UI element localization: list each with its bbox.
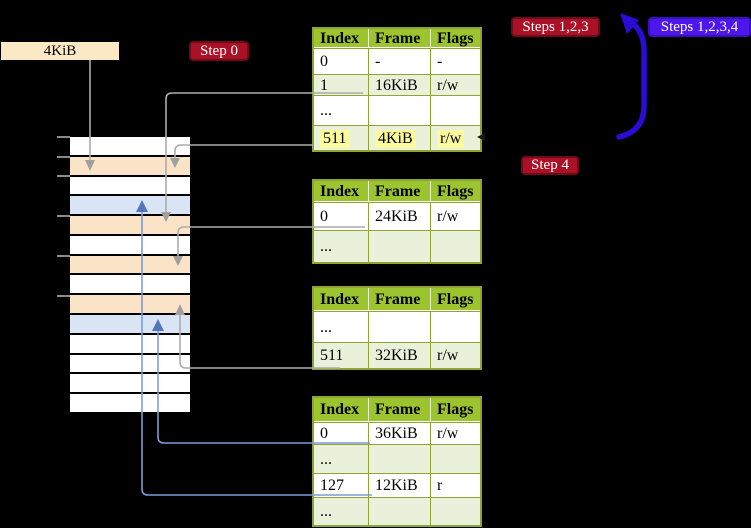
table-cell: Flags — [430, 29, 480, 47]
table-cell — [430, 445, 480, 473]
table-row: ... — [314, 230, 480, 262]
memory-row-free — [70, 394, 190, 412]
table-cell: - — [368, 49, 430, 74]
table-cell: ... — [320, 318, 332, 336]
table-cell — [430, 231, 480, 262]
memory-row-mapped — [70, 315, 190, 335]
table-cell: r/w — [430, 343, 480, 368]
steps-1-2-3-badge: Steps 1,2,3 — [511, 17, 600, 37]
table-cell: Flags — [430, 288, 480, 310]
table-cell: Index — [320, 29, 360, 47]
table-cell: 12KiB — [368, 474, 430, 497]
address-tick — [57, 136, 70, 138]
table-cell: 16KiB — [368, 75, 430, 95]
table-cell: 1 — [320, 76, 328, 94]
table-cell: 0 — [320, 425, 328, 442]
memory-row-pagetable — [70, 295, 190, 316]
memory-row-free — [70, 137, 190, 157]
table-cell — [368, 96, 430, 125]
page-size-label: 4KiB — [1, 42, 119, 60]
steps-1-2-3-4-badge: Steps 1,2,3,4 — [648, 17, 751, 37]
memory-row-free — [70, 374, 190, 395]
table-cell — [430, 96, 480, 125]
table-cell — [430, 312, 480, 342]
table-cell: r/w — [430, 423, 480, 444]
memory-row-pagetable — [70, 156, 190, 177]
table-cell: - — [430, 49, 480, 74]
memory-row-mapped — [70, 196, 190, 217]
table-cell: r/w — [430, 126, 480, 150]
table-cell: Index — [320, 290, 360, 308]
memory-column — [70, 137, 190, 412]
memory-row-free — [70, 275, 190, 296]
table-cell: 511 — [314, 126, 368, 150]
table-cell: r — [430, 474, 480, 497]
table-cell — [368, 445, 430, 473]
table-cell — [368, 498, 430, 525]
table-cell: 127 — [320, 477, 344, 494]
memory-row-free — [70, 235, 190, 256]
step-4-badge: Step 4 — [521, 156, 579, 175]
table-cell: 0 — [320, 53, 328, 70]
table-cell: Frame — [368, 288, 430, 310]
table-cell: Index — [320, 401, 360, 418]
table-cell: 4KiB — [368, 126, 430, 150]
address-tick — [57, 295, 70, 297]
table-cell: 511 — [320, 347, 344, 364]
table-row: 0 -- — [314, 48, 480, 74]
memory-row-free — [70, 334, 190, 355]
table-row: ... — [314, 444, 480, 473]
table-cell: Flags — [430, 398, 480, 421]
loop-arrow-steps — [616, 13, 647, 140]
table-cell: ... — [320, 503, 332, 520]
table-cell — [430, 498, 480, 525]
address-tick — [57, 175, 70, 177]
table-cell: r/w — [430, 203, 480, 230]
address-tick — [57, 255, 70, 257]
table-cell: Frame — [368, 181, 430, 201]
table-cell — [368, 231, 430, 262]
table-cell: Frame — [368, 398, 430, 421]
table-cell: ... — [320, 238, 332, 255]
table-cell: ... — [320, 102, 332, 119]
table-cell: Flags — [430, 181, 480, 201]
table-cell: ... — [320, 450, 332, 468]
table-cell: 36KiB — [368, 423, 430, 444]
table-cell: Frame — [368, 29, 430, 47]
table-cell: 0 — [320, 208, 328, 225]
table-cell: 24KiB — [368, 203, 430, 230]
memory-row-pagetable — [70, 216, 190, 236]
table-row: ... — [314, 497, 480, 525]
memory-row-free — [70, 176, 190, 197]
step-0-badge: Step 0 — [189, 41, 249, 61]
table-cell — [368, 312, 430, 342]
table-row: ... — [314, 95, 480, 125]
address-tick — [57, 156, 70, 158]
table-cell: Index — [320, 182, 360, 200]
table-row: ... — [314, 311, 480, 342]
table-cell: r/w — [430, 75, 480, 95]
address-tick — [57, 215, 70, 217]
arrow-table1-row511-to-frame-4kib — [170, 144, 313, 168]
memory-row-pagetable — [70, 255, 190, 276]
table-cell: 32KiB — [368, 343, 430, 368]
memory-row-free — [70, 354, 190, 375]
